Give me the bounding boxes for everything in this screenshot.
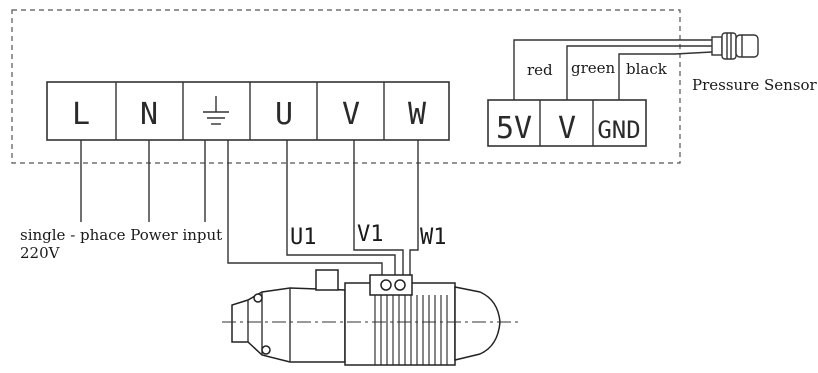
terminal-v-sensor-label: V <box>558 111 576 146</box>
u1-label: U1 <box>290 225 317 250</box>
power-terminal-frame <box>46 81 450 141</box>
terminal-5v-label: 5V <box>496 111 532 146</box>
terminal-n-label: N <box>140 97 158 132</box>
terminal-l-label: L <box>72 97 90 132</box>
ground-wire <box>227 140 383 275</box>
u1-wire <box>286 140 396 275</box>
terminal-v-label: V <box>342 97 360 132</box>
controller-enclosure <box>11 9 681 164</box>
green-wire <box>566 45 712 100</box>
red-wire <box>513 39 712 100</box>
pressure-sensor-icon <box>711 32 759 60</box>
sensor-terminal-block: 5V V GND <box>487 99 647 147</box>
ground-icon <box>203 96 229 125</box>
power-input-label: single - phace Power input <box>20 226 222 244</box>
terminal-gnd-label: GND <box>597 116 640 144</box>
w1-label: W1 <box>420 225 447 250</box>
v1-wire <box>353 140 404 275</box>
black-wire-label: black <box>626 60 668 78</box>
green-wire-label: green <box>571 59 616 77</box>
terminal-w-label: W <box>408 97 427 132</box>
terminal-u-label: U <box>275 97 293 132</box>
red-wire-label: red <box>527 61 553 79</box>
power-input-wires <box>80 140 206 222</box>
power-input-voltage: 220V <box>20 244 61 262</box>
pump-motor-icon <box>222 269 518 366</box>
power-terminal-block: L N U V W <box>46 81 450 141</box>
sensor-wires: red green black <box>513 39 713 100</box>
w1-wire <box>409 140 419 275</box>
black-wire <box>618 51 713 100</box>
v1-label: V1 <box>357 222 384 247</box>
motor-wires <box>227 140 419 275</box>
pressure-sensor-label: Pressure Sensor <box>692 76 818 94</box>
